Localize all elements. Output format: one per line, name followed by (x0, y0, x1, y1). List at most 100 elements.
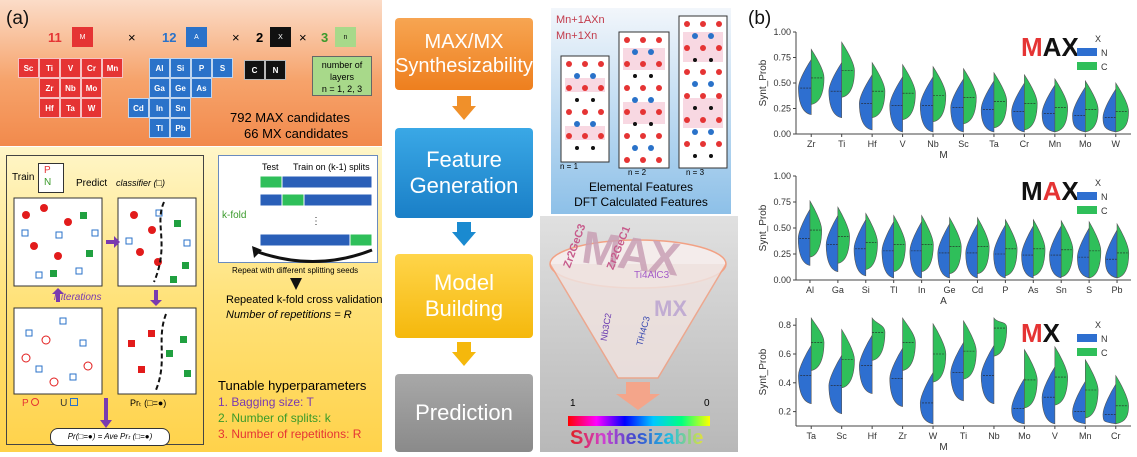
violin-half-c (963, 67, 977, 125)
y-tick-label: 0.50 (773, 78, 791, 88)
legend-label-c: C (1101, 62, 1108, 72)
atom (700, 93, 706, 99)
y-tick-label: 0.2 (778, 407, 791, 417)
train-scatter-box (13, 197, 103, 287)
atom (648, 49, 654, 55)
atom (700, 21, 706, 27)
element-cell-w: W (81, 98, 102, 118)
x-count: 2 (256, 30, 264, 45)
violin-half-c (1085, 358, 1099, 419)
element-cell-mn: Mn (102, 58, 123, 78)
x-tick-label: Mo (1018, 431, 1031, 441)
x-tick-label: Nb (988, 431, 1000, 441)
violin-half-c (902, 63, 916, 121)
violin-half-n (1105, 228, 1118, 279)
violin-half-c (1115, 374, 1129, 425)
violin-half-c (1088, 220, 1102, 279)
x-tick-label: V (1052, 431, 1058, 441)
x-tick-label: Ta (806, 431, 816, 441)
x-tick-label: Ge (944, 285, 956, 295)
pr-formula-box: Pr(□=●) = Ave Prₜ (□=●) (50, 428, 170, 446)
legend-title: X (1095, 178, 1101, 188)
flow-arrow (452, 106, 476, 120)
hyperparam-1: 1. Bagging size: T (218, 395, 314, 409)
element-cell-sc: Sc (18, 58, 39, 78)
violin-half-n (1102, 383, 1117, 425)
legend-swatch-n (1077, 334, 1097, 342)
x-tick-label: Cd (972, 285, 984, 295)
x-tick-label: P (1002, 285, 1008, 295)
atom (590, 73, 596, 79)
atom (648, 145, 654, 151)
violin-half-c (993, 316, 1008, 357)
elemental-features: Elemental Features (588, 180, 694, 194)
atom (648, 97, 654, 103)
violin-half-c (809, 199, 822, 258)
m-legend-box: M (72, 27, 93, 47)
train-on-label: Train on (k-1) splits (293, 162, 370, 172)
atom (684, 69, 690, 75)
element-cell-sn: Sn (170, 98, 191, 118)
atom (632, 145, 638, 151)
violin-half-c (810, 48, 825, 105)
atom (574, 121, 580, 127)
x-tick-label: Pb (1112, 285, 1123, 295)
violin-half-c (1054, 345, 1068, 406)
times-sign: × (299, 30, 307, 45)
x-tick-label: Cr (1020, 139, 1030, 149)
prediction-scatter-box (117, 307, 197, 395)
violin-half-c (865, 212, 878, 270)
atom (566, 133, 572, 139)
atom (693, 106, 697, 110)
element-cell-in: In (149, 98, 170, 118)
chart-title: MAX (1021, 176, 1079, 206)
x-tick-label: Ta (989, 139, 999, 149)
atom (633, 74, 637, 78)
atom (708, 129, 714, 135)
atom (640, 157, 646, 163)
element-cell-n: N (265, 60, 286, 80)
atom (700, 69, 706, 75)
atom (656, 133, 662, 139)
panel-a-label: (a) (6, 8, 30, 29)
x-tick-label: V (900, 139, 906, 149)
atom (591, 146, 595, 150)
funnel-word-mx: MX (654, 296, 687, 321)
atom (582, 85, 588, 91)
atom (684, 93, 690, 99)
violin-half-c (1024, 348, 1038, 409)
violin-half-n (993, 223, 1006, 279)
x-tick-label: Ga (832, 285, 844, 295)
scale-min: 0 (704, 398, 710, 409)
atom (624, 133, 630, 139)
atom (709, 154, 713, 158)
atom (574, 73, 580, 79)
atom (566, 61, 572, 67)
atom (692, 33, 698, 39)
x-tick-label: In (918, 285, 926, 295)
x-tick-label: Hf (868, 431, 877, 441)
x-axis-label: M (939, 442, 947, 452)
violin-half-n (937, 222, 950, 279)
y-tick-label: 0.50 (773, 223, 791, 233)
violin-half-n (950, 341, 964, 402)
x-tick-label: Mn (1049, 139, 1062, 149)
violin-half-c (810, 316, 825, 371)
atom (708, 33, 714, 39)
y-tick-label: 0.25 (773, 104, 791, 114)
p-label: P (44, 165, 51, 176)
kfold-label: k-fold (222, 210, 247, 221)
atom (624, 157, 630, 163)
repeated-kfold-text: Repeated k-fold cross validation (226, 294, 383, 306)
atom (656, 37, 662, 43)
violin-half-c (963, 319, 977, 380)
atom (692, 81, 698, 87)
x-axis-label: M (939, 150, 947, 160)
atom (684, 141, 690, 147)
violin-half-n (1011, 81, 1025, 133)
violin-half-c (871, 61, 886, 119)
atom (656, 61, 662, 67)
violin-half-c (1005, 218, 1018, 277)
dft-features: DFT Calculated Features (574, 195, 708, 209)
flow-arrow-stem (457, 342, 471, 352)
